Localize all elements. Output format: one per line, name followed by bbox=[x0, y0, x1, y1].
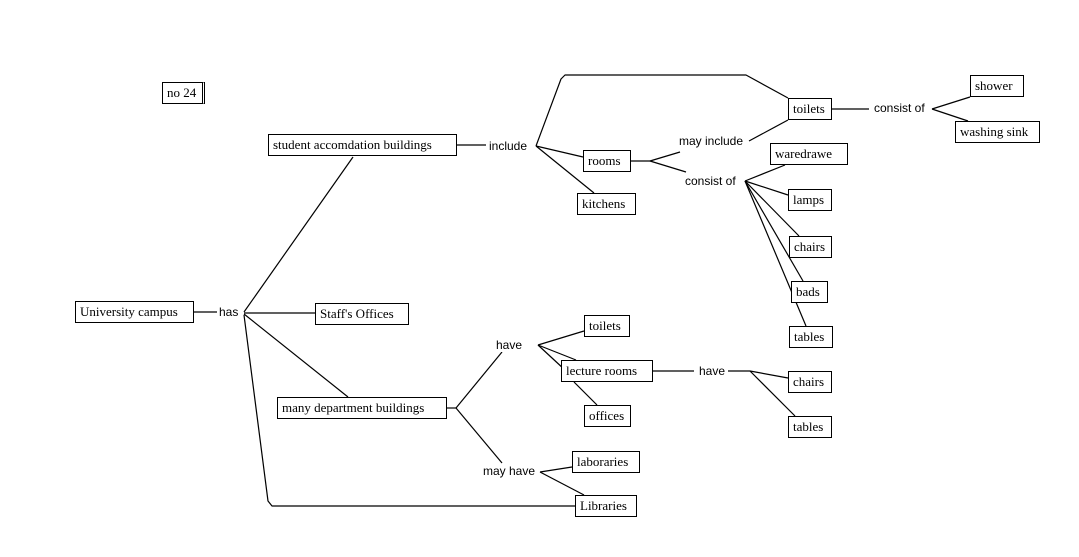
concept-lamps[interactable]: lamps bbox=[788, 189, 832, 211]
line-mayhave-libraries bbox=[539, 471, 585, 496]
concept-laboraries[interactable]: laboraries bbox=[572, 451, 640, 473]
concept-toilets-department[interactable]: toilets bbox=[584, 315, 630, 337]
concept-libraries[interactable]: Libraries bbox=[575, 495, 637, 517]
concept-bads[interactable]: bads bbox=[791, 281, 828, 303]
concept-offices[interactable]: offices bbox=[584, 405, 631, 427]
concept-rooms[interactable]: rooms bbox=[583, 150, 631, 172]
concept-kitchens[interactable]: kitchens bbox=[577, 193, 636, 215]
link-label-include: include bbox=[488, 139, 529, 153]
line-rooms-consistof bbox=[649, 160, 687, 173]
link-label-may-include: may include bbox=[678, 134, 745, 148]
tag-node-no-24[interactable]: no 24 bbox=[162, 82, 205, 104]
concept-toilets-student[interactable]: toilets bbox=[788, 98, 832, 120]
line-rooms-mayinclude bbox=[649, 151, 681, 162]
line-has-dept bbox=[243, 313, 349, 398]
line-consistof-lamps bbox=[744, 180, 789, 196]
line-dept-mayhave bbox=[455, 407, 503, 464]
line-has-libraries bbox=[243, 314, 575, 507]
line-dept-have bbox=[455, 351, 503, 409]
line-have2-tables bbox=[749, 370, 796, 417]
link-label-have-lecture: have bbox=[698, 364, 727, 378]
concept-university-campus[interactable]: University campus bbox=[75, 301, 194, 323]
concept-shower[interactable]: shower bbox=[970, 75, 1024, 97]
line-consistof-shower bbox=[931, 96, 971, 110]
line-mayhave-laboraries bbox=[539, 466, 573, 473]
line-consistof-chairs bbox=[744, 180, 800, 237]
concept-tables-rooms[interactable]: tables bbox=[789, 326, 833, 348]
concept-chairs-rooms[interactable]: chairs bbox=[789, 236, 832, 258]
link-label-consist-of-rooms: consist of bbox=[684, 174, 737, 188]
line-include-toilets bbox=[535, 74, 789, 147]
concept-waredrawe[interactable]: waredrawe bbox=[770, 143, 848, 165]
concept-chairs-lecture[interactable]: chairs bbox=[788, 371, 832, 393]
link-label-has: has bbox=[218, 305, 240, 319]
concept-tables-lecture[interactable]: tables bbox=[788, 416, 832, 438]
line-consistof-bads bbox=[744, 180, 804, 282]
line-have-toilets bbox=[537, 330, 585, 346]
link-label-may-have: may have bbox=[482, 464, 537, 478]
line-include-rooms bbox=[535, 145, 584, 158]
line-include-kitchens bbox=[535, 145, 595, 194]
line-mayinclude-toilets bbox=[748, 119, 789, 142]
line-have2-chairs bbox=[728, 370, 789, 379]
line-have-lecture bbox=[537, 344, 577, 361]
concept-washing-sink[interactable]: washing sink bbox=[955, 121, 1040, 143]
concept-staffs-offices[interactable]: Staff's Offices bbox=[315, 303, 409, 325]
line-consistof-washingsink bbox=[931, 108, 969, 122]
line-have-offices bbox=[537, 344, 566, 371]
concept-many-department-buildings[interactable]: many department buildings bbox=[277, 397, 447, 419]
link-label-consist-of-toilets: consist of bbox=[873, 101, 926, 115]
line-consistof-waredrawe bbox=[744, 164, 786, 182]
concept-lecture-rooms[interactable]: lecture rooms bbox=[561, 360, 653, 382]
concept-student-accomodation-buildings[interactable]: student accomdation buildings bbox=[268, 134, 457, 156]
link-label-have-dept: have bbox=[495, 338, 524, 352]
line-has-student bbox=[243, 156, 354, 313]
line-lecture-offices bbox=[573, 381, 598, 406]
